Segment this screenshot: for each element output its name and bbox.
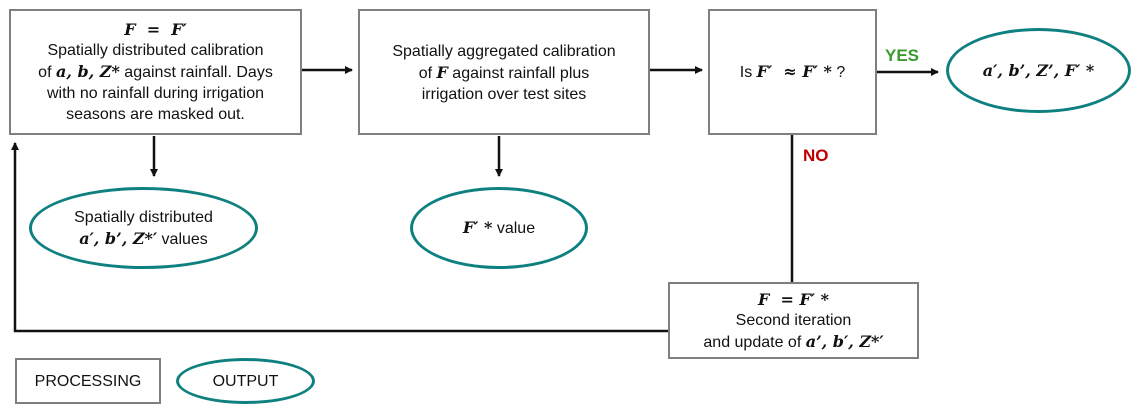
text-line: Second iteration	[735, 311, 852, 329]
math-fprime: F′ *	[462, 218, 493, 237]
process-second-iteration: F = F′ * Second iteration and update of …	[668, 282, 919, 359]
output-final-params: a′, b’, Z’, F′ *	[946, 28, 1131, 113]
text-line: of F against rainfall plus	[419, 62, 590, 84]
text: of	[418, 65, 437, 82]
text: ?	[831, 64, 846, 81]
text-line: Spatially distributed	[74, 208, 213, 226]
edge-label-yes: YES	[885, 46, 920, 65]
process-spatial-calibration: F = F′ Spatially distributed calibration…	[9, 9, 302, 135]
text: of	[38, 64, 56, 81]
text: against rainfall. Days	[119, 64, 273, 81]
text-line: seasons are masked out.	[66, 106, 245, 123]
text-line: with no rainfall during irrigation	[47, 85, 264, 102]
math-final-params: a′, b’, Z’, F′ *	[982, 61, 1095, 80]
decision-convergence: Is F′ ≈ F′ * ?	[708, 9, 877, 135]
output-fprime-value: F′ * value	[410, 187, 588, 269]
text: against rainfall plus	[447, 65, 590, 82]
text-line: of a, b, Z* against rainfall. Days	[38, 61, 273, 83]
arrow-iter-loop-back	[11, 142, 668, 333]
legend-processing-label: PROCESSING	[34, 372, 142, 390]
math-approx: F′ ≈ F′ *	[756, 62, 832, 81]
math-f: F	[436, 63, 448, 82]
text-line: Spatially aggregated calibration	[392, 43, 616, 60]
edge-label-no: NO	[803, 146, 829, 165]
text-line: Spatially distributed calibration	[47, 42, 264, 59]
text: values	[157, 230, 208, 248]
text-line: irrigation over test sites	[421, 86, 587, 103]
equation-f-update: F = F′ *	[758, 289, 829, 309]
math-params: a′, b’, Z*′	[79, 228, 158, 248]
text: value	[492, 220, 536, 237]
text-line: a′, b’, Z*′ values	[79, 228, 208, 250]
process-aggregated-calibration: Spatially aggregated calibration of F ag…	[358, 9, 650, 135]
text-line: F′ * value	[463, 217, 535, 239]
math-params: a, b, Z*	[55, 62, 120, 81]
legend-output-label: OUTPUT	[212, 372, 279, 390]
legend-output: OUTPUT	[176, 358, 315, 404]
output-spatial-values: Spatially distributed a′, b’, Z*′ values	[29, 187, 258, 269]
text: and update of	[703, 333, 806, 351]
math-params: a’, b′, Z*′	[805, 331, 884, 351]
equation-f-equals-fprime: F = F′	[124, 20, 187, 39]
decision-question: Is F′ ≈ F′ * ?	[740, 61, 845, 83]
legend-processing: PROCESSING	[15, 358, 161, 404]
text-line: and update of a’, b′, Z*′	[703, 331, 883, 353]
text: Is	[739, 64, 757, 81]
